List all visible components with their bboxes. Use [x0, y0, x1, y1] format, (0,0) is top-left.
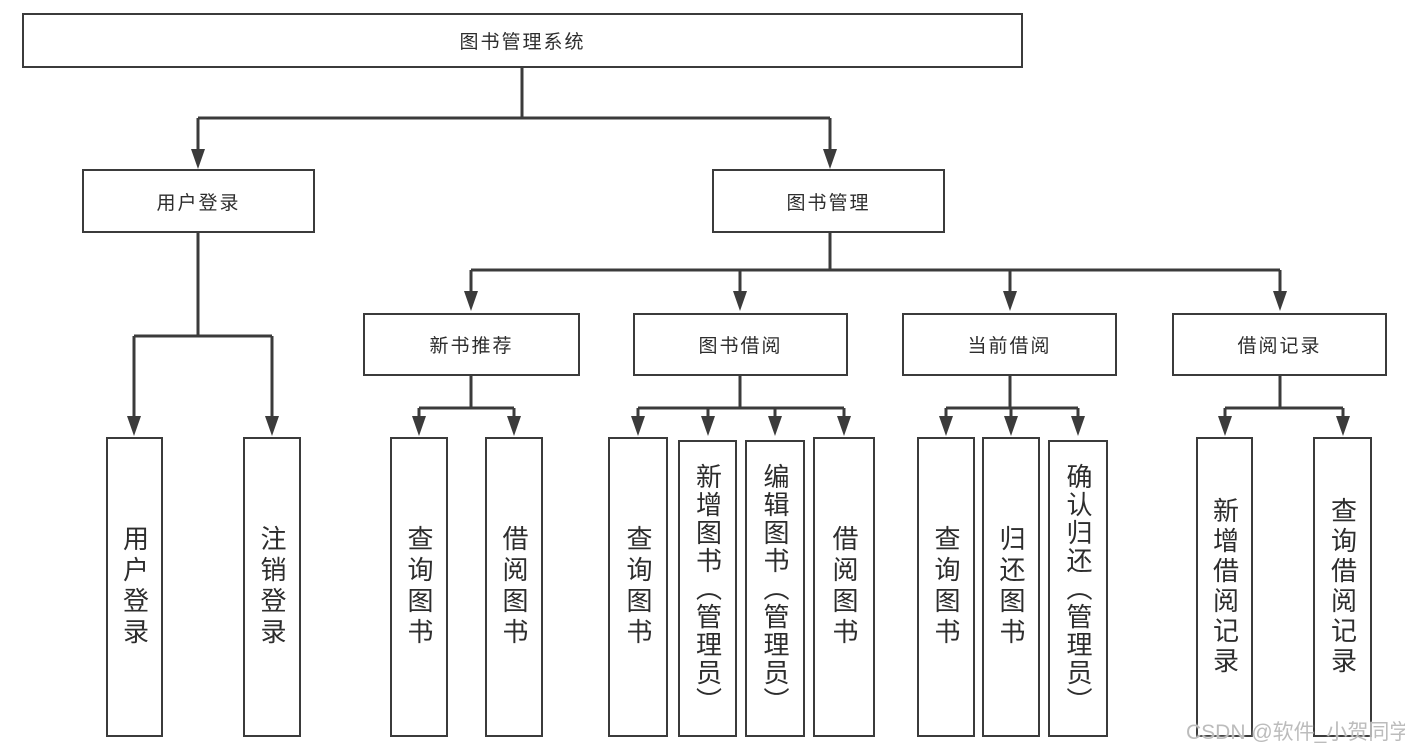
- node-nb-borrow-book: 借阅图书: [485, 437, 543, 737]
- connector-borrow-records-children: [1223, 376, 1345, 418]
- node-cb-query-book-label: 查询图书: [931, 525, 961, 649]
- node-user-login-label: 用户登录: [156, 192, 241, 214]
- node-br-add-record-label: 新增借阅记录: [1209, 497, 1240, 677]
- node-cb-query-book: 查询图书: [917, 437, 975, 737]
- connector-book-borrow-children: [636, 376, 846, 418]
- node-ul-logout: 注销登录: [243, 437, 301, 737]
- node-ul-user-login-label: 用户登录: [119, 525, 150, 649]
- node-borrow-records: 借阅记录: [1172, 313, 1387, 376]
- connector-book-mgmt-children: [469, 233, 1282, 293]
- node-user-login: 用户登录: [82, 169, 315, 233]
- connector-new-book-children: [417, 376, 516, 418]
- node-cb-confirm-return: 确认归还（管理员）: [1048, 440, 1108, 737]
- node-bb-borrow-book: 借阅图书: [813, 437, 875, 737]
- node-br-add-record: 新增借阅记录: [1196, 437, 1253, 737]
- node-br-query-record: 查询借阅记录: [1313, 437, 1372, 737]
- node-br-query-record-label: 查询借阅记录: [1327, 497, 1358, 677]
- arrowheads-user-login-children: [127, 416, 279, 436]
- node-book-borrow: 图书借阅: [633, 313, 848, 376]
- arrowheads-root-to-level2: [191, 149, 837, 169]
- node-current-borrow: 当前借阅: [902, 313, 1117, 376]
- node-bb-add-book-label: 新增图书（管理员）: [692, 462, 723, 715]
- node-cb-return-book: 归还图书: [982, 437, 1040, 737]
- node-book-mgmt: 图书管理: [712, 169, 945, 233]
- arrowheads-book-borrow-children: [631, 416, 851, 436]
- arrowheads-current-borrow-children: [939, 416, 1085, 436]
- node-book-borrow-label: 图书借阅: [698, 336, 783, 357]
- connector-user-login-children: [132, 233, 274, 418]
- connector-current-borrow-children: [944, 376, 1080, 418]
- arrowheads-borrow-records-children: [1218, 416, 1350, 436]
- node-cb-return-book-label: 归还图书: [996, 525, 1026, 649]
- node-new-book-rec: 新书推荐: [363, 313, 580, 376]
- node-ul-user-login: 用户登录: [106, 437, 163, 737]
- node-new-book-rec-label: 新书推荐: [429, 336, 514, 357]
- node-bb-edit-book-label: 编辑图书（管理员）: [760, 462, 790, 715]
- node-bb-add-book: 新增图书（管理员）: [678, 440, 737, 737]
- node-cb-confirm-return-label: 确认归还（管理员）: [1063, 462, 1093, 715]
- connector-root-to-level2: [196, 68, 832, 151]
- node-nb-borrow-book-label: 借阅图书: [499, 525, 529, 649]
- node-current-borrow-label: 当前借阅: [967, 336, 1052, 357]
- node-nb-query-book: 查询图书: [390, 437, 448, 737]
- arrowheads-new-book-children: [412, 416, 521, 436]
- node-root-label: 图书管理系统: [459, 32, 586, 53]
- node-bb-query-book: 查询图书: [608, 437, 668, 737]
- node-root: 图书管理系统: [22, 13, 1023, 68]
- csdn-watermark: CSDN @软件_小贺同学: [1186, 721, 1405, 744]
- node-bb-borrow-book-label: 借阅图书: [829, 525, 859, 649]
- node-ul-logout-label: 注销登录: [257, 525, 287, 649]
- node-nb-query-book-label: 查询图书: [404, 525, 434, 649]
- node-book-mgmt-label: 图书管理: [786, 192, 871, 214]
- arrowheads-book-mgmt-children: [464, 291, 1287, 311]
- node-borrow-records-label: 借阅记录: [1237, 336, 1322, 357]
- node-bb-query-book-label: 查询图书: [623, 525, 653, 649]
- node-bb-edit-book: 编辑图书（管理员）: [745, 440, 805, 737]
